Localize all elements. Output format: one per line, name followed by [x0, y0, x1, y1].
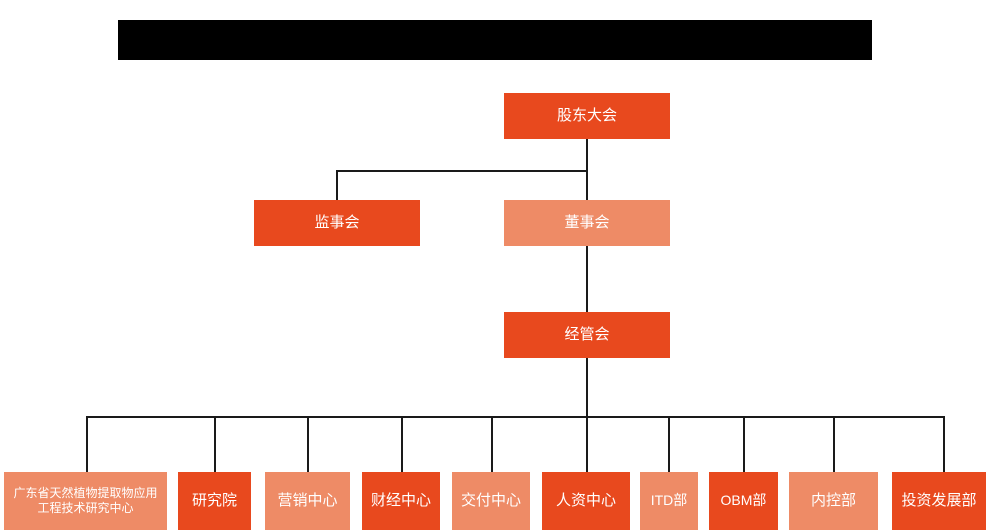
connector-directors-to-management: [586, 246, 588, 312]
node-management-committee[interactable]: 经管会: [504, 312, 670, 358]
connector-to-dept-7: [668, 416, 670, 472]
connector-to-board-of-directors: [586, 170, 588, 200]
title-banner: [118, 20, 872, 60]
node-dept-internal-control[interactable]: 内控部: [789, 472, 878, 530]
node-dept-guangdong-research-center[interactable]: 广东省天然植物提取物应用工程技术研究中心: [4, 472, 167, 530]
connector-to-dept-9: [833, 416, 835, 472]
connector-to-board-of-supervisors: [336, 170, 338, 200]
node-dept-investment-development[interactable]: 投资发展部: [892, 472, 986, 530]
connector-to-dept-3: [307, 416, 309, 472]
node-dept-delivery-center[interactable]: 交付中心: [452, 472, 530, 530]
connector-to-dept-6: [586, 416, 588, 472]
connector-to-dept-8: [743, 416, 745, 472]
connector-to-dept-5: [491, 416, 493, 472]
node-board-of-directors[interactable]: 董事会: [504, 200, 670, 246]
node-board-of-supervisors[interactable]: 监事会: [254, 200, 420, 246]
connector-l1-bus: [336, 170, 588, 172]
connector-to-dept-2: [214, 416, 216, 472]
node-dept-hr-center[interactable]: 人资中心: [542, 472, 630, 530]
node-dept-finance-center[interactable]: 财经中心: [362, 472, 440, 530]
node-dept-itd[interactable]: ITD部: [640, 472, 698, 530]
connector-department-bus: [86, 416, 943, 418]
connector-l1-stem: [586, 139, 588, 171]
connector-to-dept-4: [401, 416, 403, 472]
node-dept-marketing-center[interactable]: 营销中心: [265, 472, 350, 530]
node-dept-obm[interactable]: OBM部: [709, 472, 778, 530]
node-shareholders-meeting[interactable]: 股东大会: [504, 93, 670, 139]
connector-management-stem: [586, 358, 588, 416]
connector-to-dept-10: [943, 416, 945, 472]
connector-to-dept-1: [86, 416, 88, 472]
node-dept-research-institute[interactable]: 研究院: [178, 472, 251, 530]
